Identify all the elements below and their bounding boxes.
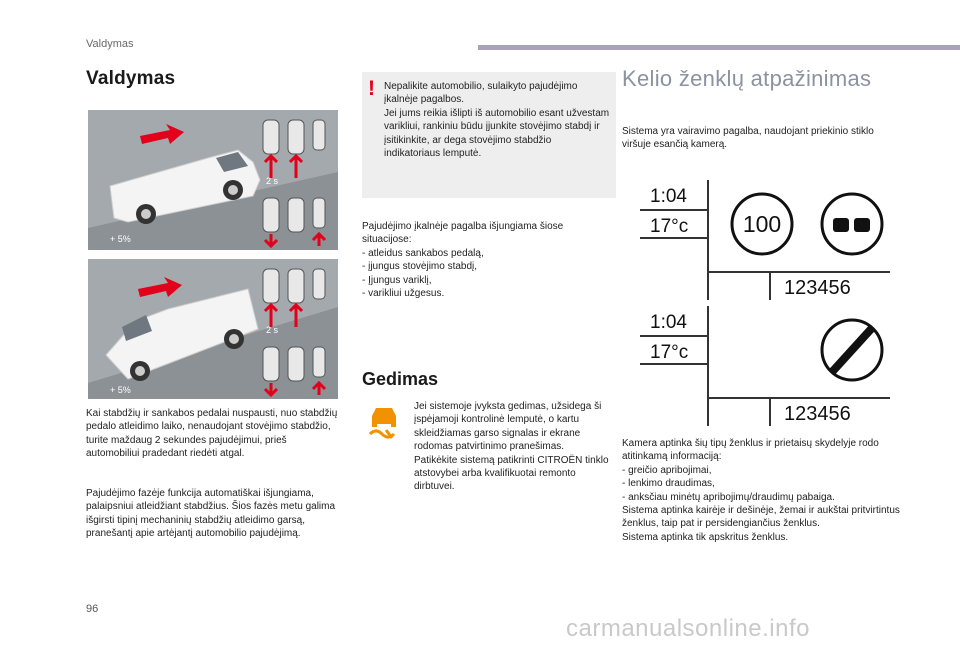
svg-text:+ 5%: + 5% xyxy=(110,385,131,395)
van-icon xyxy=(105,288,259,381)
list-item: - varikliui užgesus. xyxy=(362,288,445,300)
warning-icon: ! xyxy=(368,77,375,100)
traffic-info: Kamera aptinka šių tipų ženklus ir priet… xyxy=(622,438,900,543)
end-of-restrictions-sign-icon xyxy=(820,318,884,382)
watermark: carmanualsonline.info xyxy=(566,615,810,642)
arrow-icon xyxy=(138,277,182,297)
list-item: - įjungus stovėjimo stabdį, xyxy=(362,261,478,273)
gedimas-text: Jei sistemoje įvyksta gedimas, užsidega … xyxy=(414,401,609,493)
svg-text:+ 5%: + 5% xyxy=(110,234,131,244)
pedals-icon xyxy=(262,268,327,398)
list-item: - lenkimo draudimas, xyxy=(622,478,715,490)
svg-text:2 s: 2 s xyxy=(266,325,279,335)
svg-text:1:04: 1:04 xyxy=(650,186,687,207)
list-item: - anksčiau minėtų apribojimų/draudimų pa… xyxy=(622,491,835,503)
instrument-display-1: 1:04 17°c 100 123456 xyxy=(640,180,890,300)
svg-text:17°c: 17°c xyxy=(650,342,688,363)
hill-assist-fault-icon xyxy=(366,404,402,440)
deactivation-list: Pajudėjimo įkalnėje pagalba išjungiama š… xyxy=(362,220,612,300)
list-item: - Įjungus variklį, xyxy=(362,274,432,286)
warning-box xyxy=(362,72,616,198)
list-item: - atleidus sankabos pedalą, xyxy=(362,247,484,259)
list-item: - greičio apribojimai, xyxy=(622,464,712,476)
svg-text:100: 100 xyxy=(743,211,781,237)
left-paragraph-2: Pajudėjimo fazėje funkcija automatiškai … xyxy=(86,488,336,540)
section-title-traffic-signs: Kelio ženklų atpažinimas xyxy=(622,66,872,91)
svg-text:123456: 123456 xyxy=(784,403,851,425)
instrument-display-2: 1:04 17°c 123456 xyxy=(640,306,890,426)
pedals-icon xyxy=(262,119,327,249)
arrow-icon xyxy=(140,124,184,144)
svg-text:2 s: 2 s xyxy=(266,176,279,186)
header-bar xyxy=(478,45,960,50)
hill-start-illustration-2: + 5% 2 s xyxy=(88,259,338,399)
van-icon xyxy=(109,149,261,224)
section-title-gedimas: Gedimas xyxy=(362,369,439,389)
left-paragraph-1: Kai stabdžių ir sankabos pedalai nuspaus… xyxy=(86,408,338,460)
hill-start-illustration-1: + 5% 2 s xyxy=(88,110,338,250)
svg-text:17°c: 17°c xyxy=(650,216,688,237)
svg-text:1:04: 1:04 xyxy=(650,312,687,333)
page-number: 96 xyxy=(86,603,99,615)
page-title: Valdymas xyxy=(86,68,176,89)
warning-text: Nepalikite automobilio, sulaikyto pajudė… xyxy=(384,81,610,160)
no-overtaking-sign-icon xyxy=(820,192,884,256)
svg-text:123456: 123456 xyxy=(784,277,851,299)
traffic-intro: Sistema yra vairavimo pagalba, naudojant… xyxy=(622,126,874,151)
speed-limit-sign-icon: 100 xyxy=(730,192,794,256)
section-header: Valdymas xyxy=(86,38,134,50)
